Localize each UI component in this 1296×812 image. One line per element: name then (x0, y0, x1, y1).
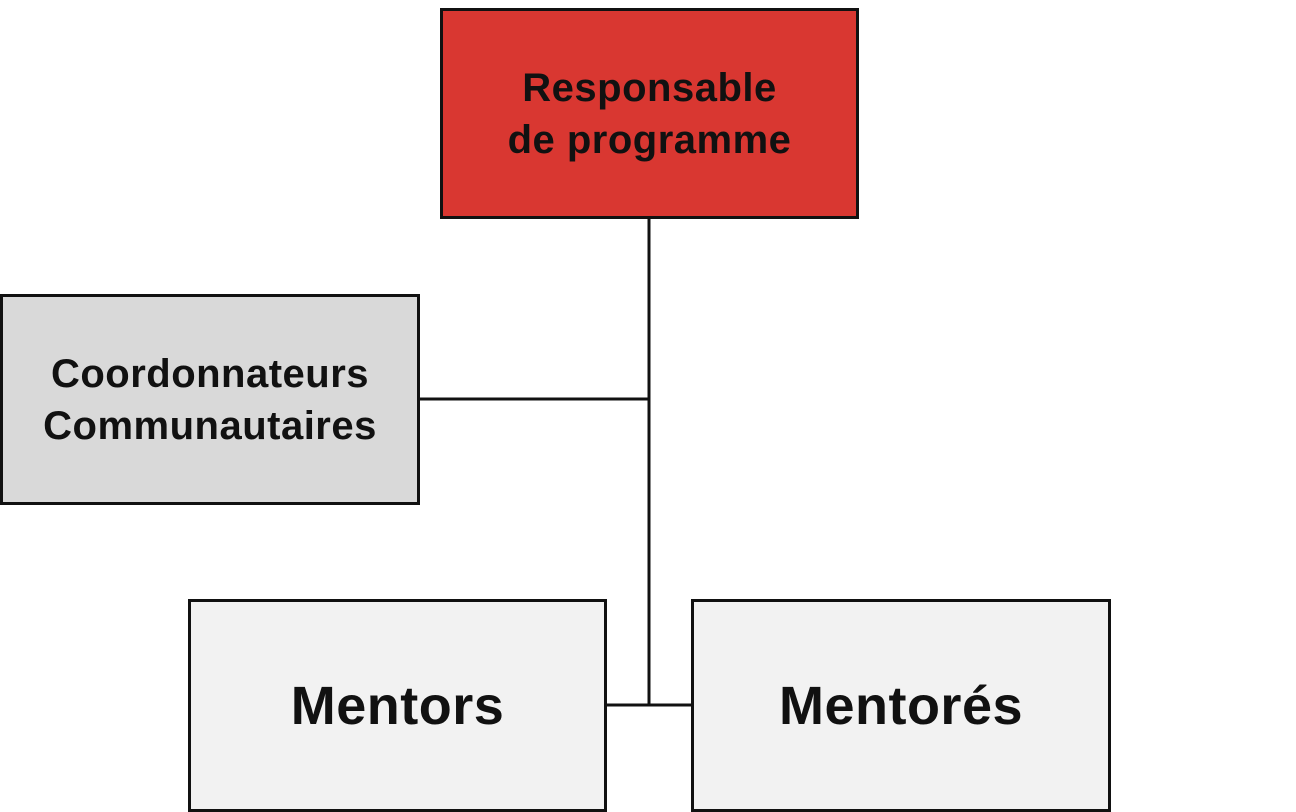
node-community-coordinators-line1: Coordonnateurs (50, 351, 370, 396)
node-mentors-label: Mentors (290, 675, 505, 736)
node-program-manager-line2: de programme (507, 117, 792, 162)
node-mentees-label: Mentorés (778, 675, 1024, 736)
node-community-coordinators: Coordonnateurs Communautaires (0, 294, 420, 505)
node-program-manager-line1: Responsable (522, 65, 777, 110)
node-mentors: Mentors (188, 599, 607, 812)
node-mentees: Mentorés (691, 599, 1111, 812)
node-program-manager: Responsable de programme (440, 8, 859, 219)
node-community-coordinators-line2: Communautaires (43, 403, 377, 448)
